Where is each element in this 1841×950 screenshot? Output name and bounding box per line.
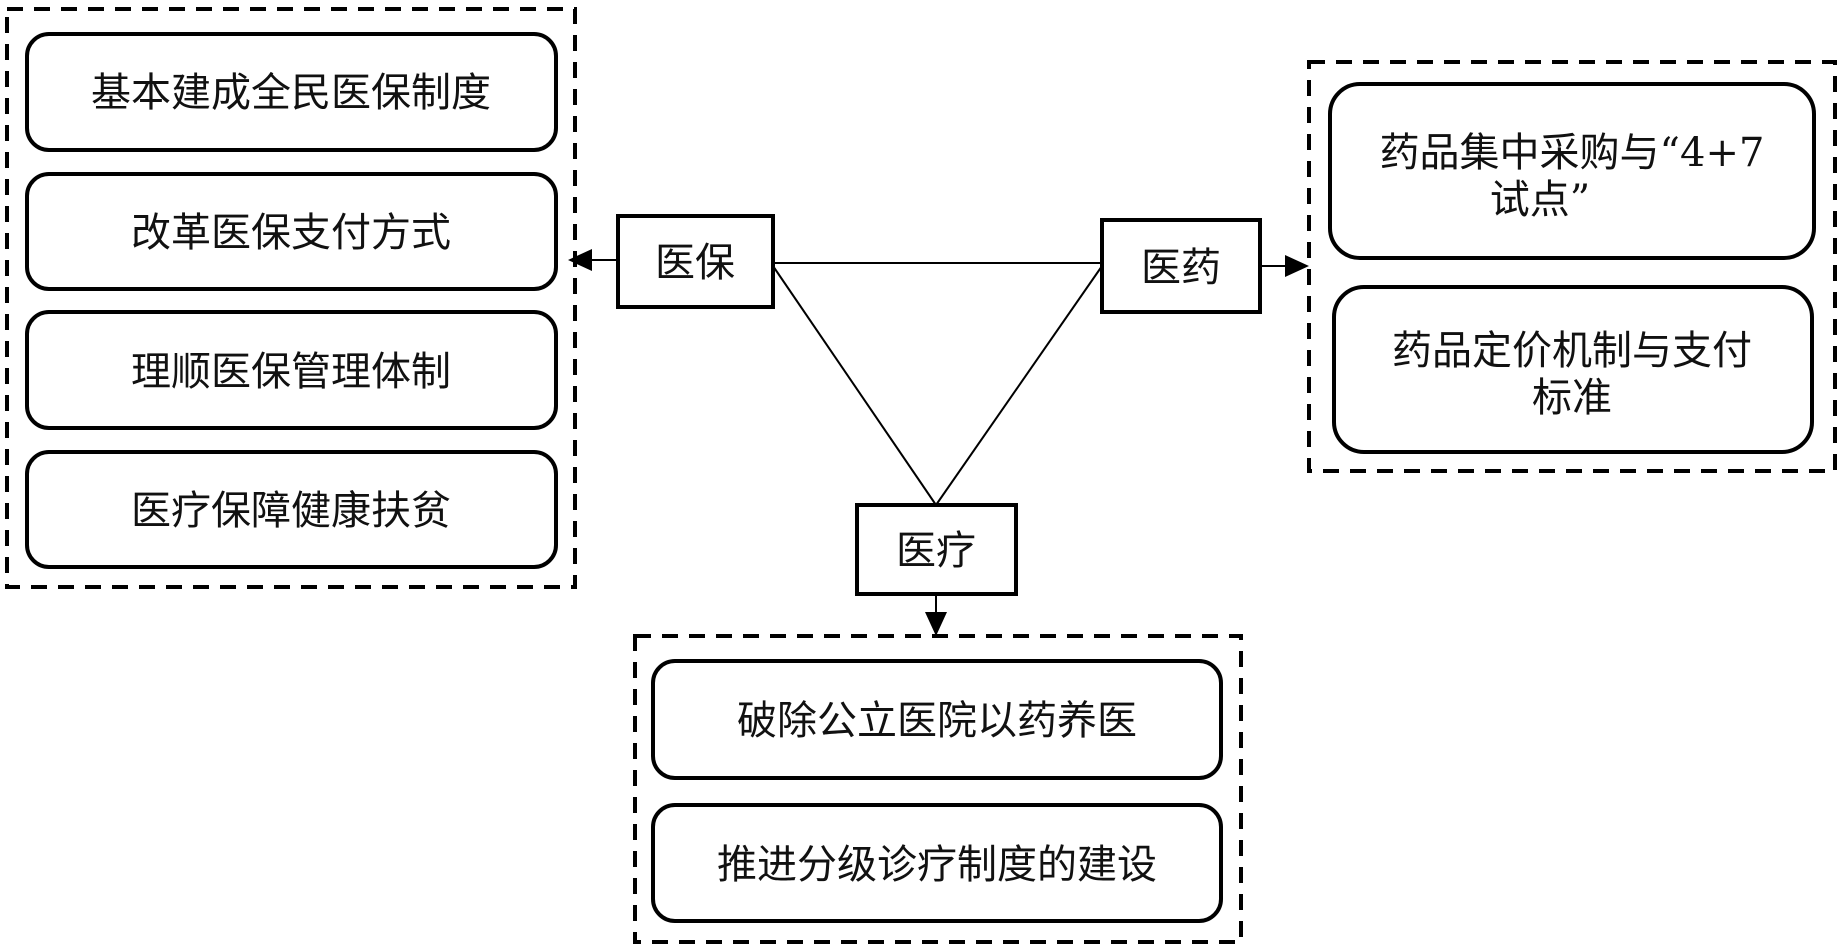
node-yiliao-border [855, 503, 1018, 596]
item-box-border [25, 172, 558, 291]
node-yiyao: 医药 [1100, 218, 1262, 314]
group-yiliao: 破除公立医院以药养医 推进分级诊疗制度的建设 [633, 634, 1243, 944]
item-box: 理顺医保管理体制 [25, 310, 558, 430]
node-yibao-label: 医保 [655, 240, 735, 286]
arrow-right-icon [1285, 255, 1309, 277]
item-text: 推进分级诊疗制度的建设 [717, 842, 1157, 888]
item-box: 改革医保支付方式 [25, 172, 558, 291]
item-box: 基本建成全民医保制度 [25, 32, 558, 152]
item-box: 破除公立医院以药养医 [651, 659, 1223, 780]
arrow-to-yiliao-group [925, 594, 947, 636]
node-yiyao-border [1100, 218, 1262, 314]
group-yiyao: 药品集中采购与“4+7 试点” 药品定价机制与支付 标准 [1307, 60, 1837, 473]
item-text: 医疗保障健康扶贫 [131, 488, 451, 534]
item-text: 改革医保支付方式 [131, 210, 451, 256]
group-yiliao-dashed-border [633, 634, 1243, 944]
item-box-border [1332, 285, 1814, 454]
item-box-border [651, 803, 1223, 923]
item-box-border [25, 310, 558, 430]
arrow-down-icon [925, 612, 947, 636]
node-yiliao: 医疗 [855, 503, 1018, 596]
arrow-to-yibao-group [568, 249, 618, 271]
item-box: 推进分级诊疗制度的建设 [651, 803, 1223, 923]
group-yibao-dashed-border [5, 7, 577, 589]
node-yibao-border [616, 214, 775, 309]
item-box-border [651, 659, 1223, 780]
node-yiliao-label: 医疗 [896, 528, 976, 574]
item-text: 破除公立医院以药养医 [737, 698, 1137, 744]
item-box: 医疗保障健康扶贫 [25, 450, 558, 569]
group-yiyao-dashed-border [1307, 60, 1837, 473]
item-text-line-2: 试点” [1490, 177, 1590, 223]
node-yiyao-label: 医药 [1141, 245, 1221, 291]
node-yibao: 医保 [616, 214, 775, 309]
item-text-line-1: 药品定价机制与支付 [1392, 328, 1752, 374]
item-box: 药品集中采购与“4+7 试点” [1328, 82, 1816, 260]
item-box-border [25, 450, 558, 569]
item-box-border [25, 32, 558, 152]
item-text: 理顺医保管理体制 [131, 349, 451, 395]
arrow-left-icon [568, 249, 592, 271]
item-text-line-2: 标准 [1532, 375, 1612, 421]
group-yibao: 基本建成全民医保制度 改革医保支付方式 理顺医保管理体制 医疗保障健康扶贫 [5, 7, 577, 589]
triangle-connectors [772, 262, 1103, 506]
item-text: 基本建成全民医保制度 [91, 70, 491, 116]
connector-yibao-yiliao [772, 265, 937, 506]
item-text-line-1: 药品集中采购与“4+7 [1380, 130, 1765, 176]
arrow-to-yiyao-group [1260, 255, 1309, 277]
item-box-border [1328, 82, 1816, 260]
connector-yiyao-yiliao [935, 265, 1103, 506]
item-box: 药品定价机制与支付 标准 [1332, 285, 1814, 454]
